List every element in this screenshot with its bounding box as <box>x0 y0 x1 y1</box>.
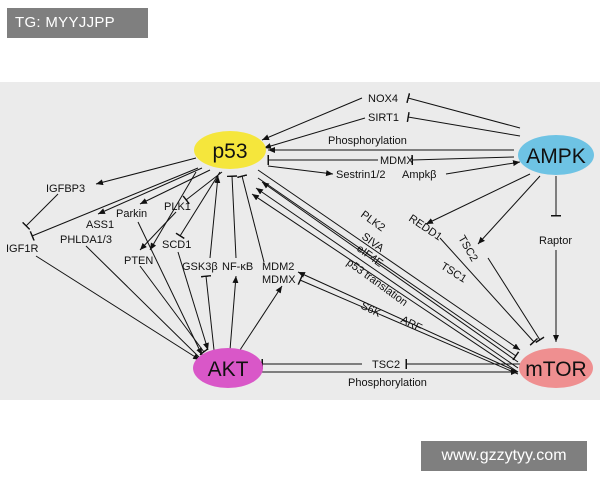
edge-nfkb-p53 <box>226 175 238 259</box>
edge-parkin-akt <box>137 221 203 356</box>
label-gsk3b: GSK3β <box>182 261 218 273</box>
label-scd1: SCD1 <box>162 239 191 251</box>
edge-tsc2-mtor <box>487 257 545 344</box>
edge-p53-pten <box>149 171 197 251</box>
label-plk1: PLK1 <box>164 201 191 213</box>
edge-gsk3b-p53 <box>209 175 221 259</box>
label-raptor: Raptor <box>539 235 572 247</box>
edge-p53-ass1 <box>97 167 203 215</box>
label-mdmx-top: MDMX <box>380 155 414 167</box>
label-plk2: PLK2 <box>358 209 387 235</box>
watermark-top: TG: MYYJJPP <box>7 8 148 38</box>
edge-p53-igfbp3 <box>95 157 197 186</box>
edge-ampk-redd1 <box>425 173 531 225</box>
node-ampk[interactable]: AMPK <box>518 135 594 175</box>
edge-mdm2-p53 <box>237 174 265 263</box>
edge-pten-akt <box>139 265 209 356</box>
label-ampkb: Ampkβ <box>402 169 436 181</box>
edge-akt-nfkb <box>229 275 239 351</box>
label-pten: PTEN <box>124 255 153 267</box>
label-mdmx-mid: MDMX <box>262 274 296 286</box>
edge-p53-mtor-1 <box>257 169 521 351</box>
edge-mtor-akt-s6k <box>297 275 519 375</box>
edge-akt-mdm2 <box>239 285 283 351</box>
edge-p53-sestrin <box>267 165 334 177</box>
edge-p53-scd1 <box>175 171 221 240</box>
mtor-label: mTOR <box>525 358 586 381</box>
edge-p53-parkin <box>139 169 211 205</box>
label-sirt1: SIRT1 <box>368 112 399 124</box>
label-mdm2: MDM2 <box>262 261 294 273</box>
edge-mtor-p53-2 <box>255 187 519 369</box>
label-sestrin: Sestrin1/2 <box>336 169 386 181</box>
label-s6k: S6K <box>359 300 384 320</box>
edge-sestrin-ampkb-ampk <box>445 160 521 175</box>
label-phosphorylation-top: Phosphorylation <box>328 135 407 147</box>
label-phosphorylation-bottom: Phosphorylation <box>348 377 427 389</box>
edge-redd1-mtor <box>439 237 539 346</box>
label-phlda: PHLDA1/3 <box>60 234 112 246</box>
label-parkin: Parkin <box>116 208 147 220</box>
edge-igfbp3-igf1r <box>22 193 59 230</box>
edge-mtor-p53-3 <box>251 193 519 373</box>
edge-sirt1-p53 <box>263 117 366 149</box>
label-igf1r: IGF1R <box>6 243 38 255</box>
node-p53[interactable]: p53 <box>194 131 266 169</box>
diagram-panel <box>0 82 600 400</box>
edge-akt-gsk3b <box>200 274 215 351</box>
node-mtor[interactable]: mTOR <box>519 348 593 388</box>
edge-nox4-p53 <box>261 97 363 141</box>
edge-igf1r-akt <box>35 255 201 361</box>
edge-plk1-pten <box>139 211 177 251</box>
edge-ampk-sirt1 <box>406 111 521 137</box>
ampk-label: AMPK <box>526 145 586 168</box>
edge-ampk-tsc2 <box>477 175 541 245</box>
edge-mtor-p53-1 <box>261 181 519 363</box>
watermark-bottom: www.gzzytyy.com <box>421 441 587 471</box>
p53-label: p53 <box>212 140 247 163</box>
edge-phlda-akt <box>85 245 204 362</box>
label-redd1: REDD1 <box>406 213 444 244</box>
label-tsc2-bottom: TSC2 <box>372 359 400 371</box>
edge-p53-igf1r <box>29 167 199 241</box>
edge-ampk-mdmx <box>411 154 515 166</box>
edge-ampk-nox4 <box>406 93 521 129</box>
label-igfbp3: IGFBP3 <box>46 183 85 195</box>
label-ass1: ASS1 <box>86 219 114 231</box>
akt-label: AKT <box>208 358 249 381</box>
node-akt[interactable]: AKT <box>193 348 263 388</box>
label-nfkb: NF-κB <box>222 261 253 273</box>
edge-mtor-mdm2 <box>297 271 519 373</box>
edge-scd1-akt <box>177 251 209 351</box>
label-nox4: NOX4 <box>368 93 398 105</box>
edge-p53-mtor-2 <box>257 177 520 361</box>
